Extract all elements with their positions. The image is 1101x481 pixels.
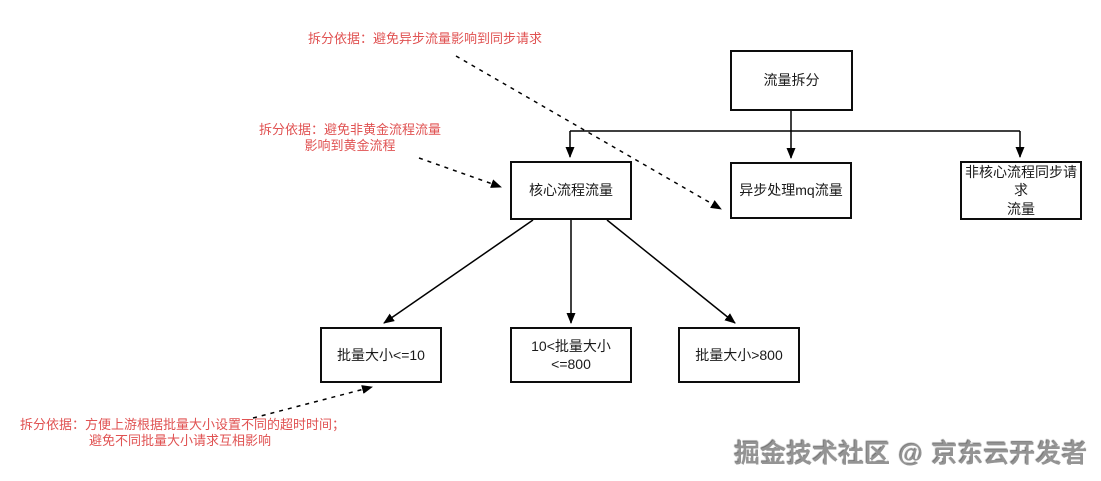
annotation-line: 拆分依据：方便上游根据批量大小设置不同的超时时间； bbox=[20, 417, 346, 432]
annotation-batch-note: 拆分依据：方便上游根据批量大小设置不同的超时时间； 避免不同批量大小请求互相影响 bbox=[20, 417, 346, 449]
node-label: 流量拆分 bbox=[763, 72, 820, 89]
node-label-line1: 非核心流程同步请求 bbox=[965, 164, 1077, 199]
node-label: 10<批量大小<=800 bbox=[531, 337, 611, 372]
annotation-line: 拆分依据：避免非黄金流程流量 bbox=[258, 122, 441, 137]
dashed-arrow-batch-note bbox=[252, 385, 373, 419]
annotation-async-note: 拆分依据：避免异步流量影响到同步请求 bbox=[308, 31, 542, 47]
node-label: 批量大小>800 bbox=[695, 346, 783, 363]
node-batch-large: 批量大小>800 bbox=[678, 327, 800, 383]
annotation-line: 影响到黄金流程 bbox=[304, 138, 396, 153]
node-traffic-split: 流量拆分 bbox=[730, 50, 853, 111]
node-async-mq: 异步处理mq流量 bbox=[730, 162, 852, 219]
watermark-text: 掘金技术社区 @ 京东云开发者 bbox=[734, 440, 1088, 468]
node-non-core-sync: 非核心流程同步请求 流量 bbox=[960, 161, 1082, 220]
node-batch-mid: 10<批量大小<=800 bbox=[510, 327, 632, 383]
annotation-line: 避免不同批量大小请求互相影响 bbox=[88, 433, 271, 448]
node-core-flow: 核心流程流量 bbox=[510, 161, 632, 220]
node-batch-small: 批量大小<=10 bbox=[320, 327, 442, 383]
annotation-golden-note: 拆分依据：避免非黄金流程流量 影响到黄金流程 bbox=[250, 122, 450, 154]
dashed-arrow-async-note bbox=[455, 55, 722, 210]
edge-core-to-batch-small bbox=[383, 219, 534, 324]
edge-core-to-batch-large bbox=[606, 219, 736, 324]
node-label: 核心流程流量 bbox=[529, 182, 613, 199]
node-label-line2: 流量 bbox=[1007, 200, 1035, 217]
dashed-arrow-golden-note bbox=[418, 157, 502, 188]
node-label: 批量大小<=10 bbox=[337, 346, 425, 363]
node-label: 异步处理mq流量 bbox=[739, 182, 843, 199]
annotation-line: 拆分依据：避免异步流量影响到同步请求 bbox=[308, 31, 543, 46]
